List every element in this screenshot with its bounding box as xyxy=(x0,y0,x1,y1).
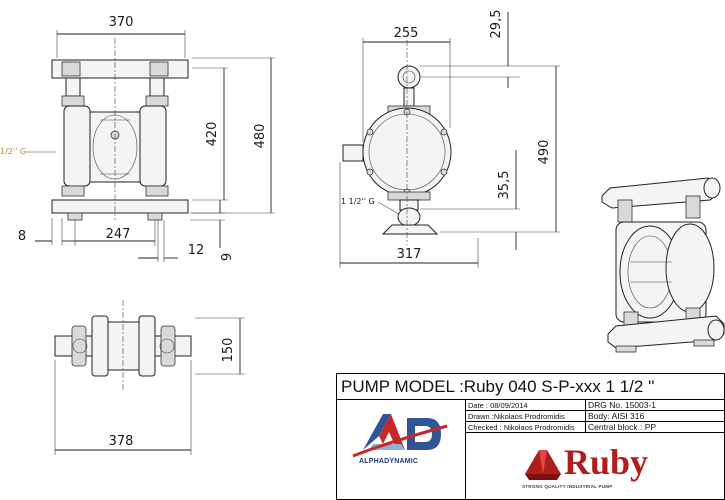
date-cell: Date : 08/09/2014 xyxy=(466,400,586,411)
dim-front-foot-width: 12 xyxy=(188,243,205,258)
side-view xyxy=(342,40,452,245)
side-dimensions: 255 29,5 490 35,5 1 1/2'' G 317 xyxy=(339,10,560,268)
ruby-gem-icon xyxy=(525,450,561,480)
alphadynamic-logo-icon xyxy=(352,414,448,458)
drg-no-cell: DRG No. 15003-1 xyxy=(586,400,725,411)
dim-plan-width: 378 xyxy=(109,434,134,449)
plan-dimensions: 150 378 xyxy=(54,317,245,455)
dim-side-width-top: 255 xyxy=(394,26,419,41)
front-dimensions: 370 480 420 1/2'' G 8 247 12 9 xyxy=(0,15,275,262)
dim-front-height-inner: 420 xyxy=(205,122,220,147)
pump-3d-render xyxy=(601,177,725,353)
dim-front-foot-height: 9 xyxy=(220,253,235,261)
company-name: ALPHADYNAMIC xyxy=(359,458,419,465)
ruby-brand-logo: Ruby xyxy=(564,442,649,482)
dim-plan-depth: 150 xyxy=(221,338,236,363)
ruby-brand-tagline: STRONG QUALITY INDUSTRIAL PUMP xyxy=(522,484,613,489)
dim-side-base-width: 317 xyxy=(397,247,422,262)
dim-front-offset-left: 8 xyxy=(18,229,26,244)
dim-side-height-total: 490 xyxy=(537,140,552,165)
front-view xyxy=(51,38,189,221)
front-port-label: 1/2'' G xyxy=(0,147,26,156)
dim-front-feet-span: 247 xyxy=(106,227,131,242)
side-port-label: 1 1/2'' G xyxy=(341,197,375,206)
company-logo-cell: ALPHADYNAMIC xyxy=(337,400,466,499)
dim-side-bottom-offset: 35,5 xyxy=(497,171,512,200)
body-material-cell: Body: AISI 316 xyxy=(586,411,725,422)
central-block-cell: Central block : PP xyxy=(586,422,725,433)
drawn-cell: Drawn :Nikolaos Prodromidis xyxy=(466,411,586,422)
plan-view xyxy=(54,300,192,390)
checked-cell: Checked : Nikolaos Prodromidis xyxy=(466,422,586,433)
dim-side-top-offset: 29,5 xyxy=(489,10,504,39)
title-block: PUMP MODEL :Ruby 040 S-P-xxx 1 1/2 '' AL… xyxy=(336,373,725,500)
dim-front-width: 370 xyxy=(109,15,134,30)
pump-model-title: PUMP MODEL :Ruby 040 S-P-xxx 1 1/2 '' xyxy=(337,374,724,400)
dim-front-height-total: 480 xyxy=(253,124,268,149)
